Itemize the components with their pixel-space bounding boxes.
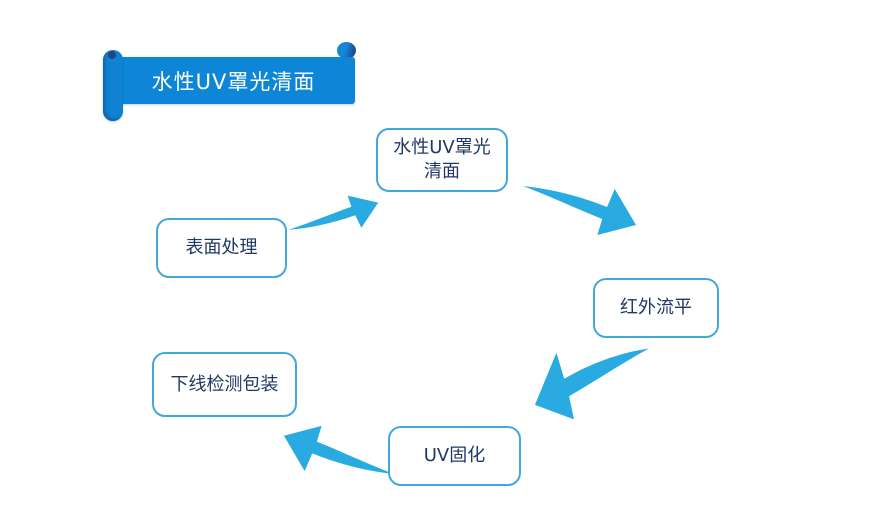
flow-node-uv-curing: UV固化 (388, 426, 521, 486)
flow-node-ir-leveling: 红外流平 (593, 278, 719, 338)
node-label-line: 水性UV罩光 (393, 137, 491, 158)
swoosh-arrow-icon (534, 348, 650, 420)
flow-node-surface-treatment: 表面处理 (156, 218, 287, 278)
ribbon-roll-left (103, 50, 123, 121)
node-label-line: 表面处理 (185, 237, 258, 258)
flow-arrow-topcoat-to-ir (521, 183, 637, 243)
node-label-line: 红外流平 (620, 297, 692, 318)
ribbon-roll-cap (108, 51, 116, 59)
flow-arrow-curing-to-offline (283, 418, 396, 477)
node-label-line: UV固化 (423, 445, 486, 466)
ribbon-curl-top-right (337, 42, 356, 59)
node-label-line: 下线检测包装 (170, 373, 279, 395)
title-banner: 水性UV罩光清面 (112, 57, 355, 104)
diagram-title: 水性UV罩光清面 (151, 69, 316, 94)
flow-node-offline-inspection-packaging: 下线检测包装 (152, 352, 297, 417)
node-label-line: 清面 (424, 161, 460, 182)
flow-arrow-ir-to-curing (534, 344, 651, 431)
swoosh-arrow-icon (522, 186, 637, 235)
swoosh-arrow-icon (283, 425, 395, 475)
flow-node-uv-topcoat: 水性UV罩光 清面 (376, 128, 508, 192)
swoosh-arrow-icon (288, 195, 379, 230)
flow-arrow-surface-to-topcoat (287, 190, 379, 232)
